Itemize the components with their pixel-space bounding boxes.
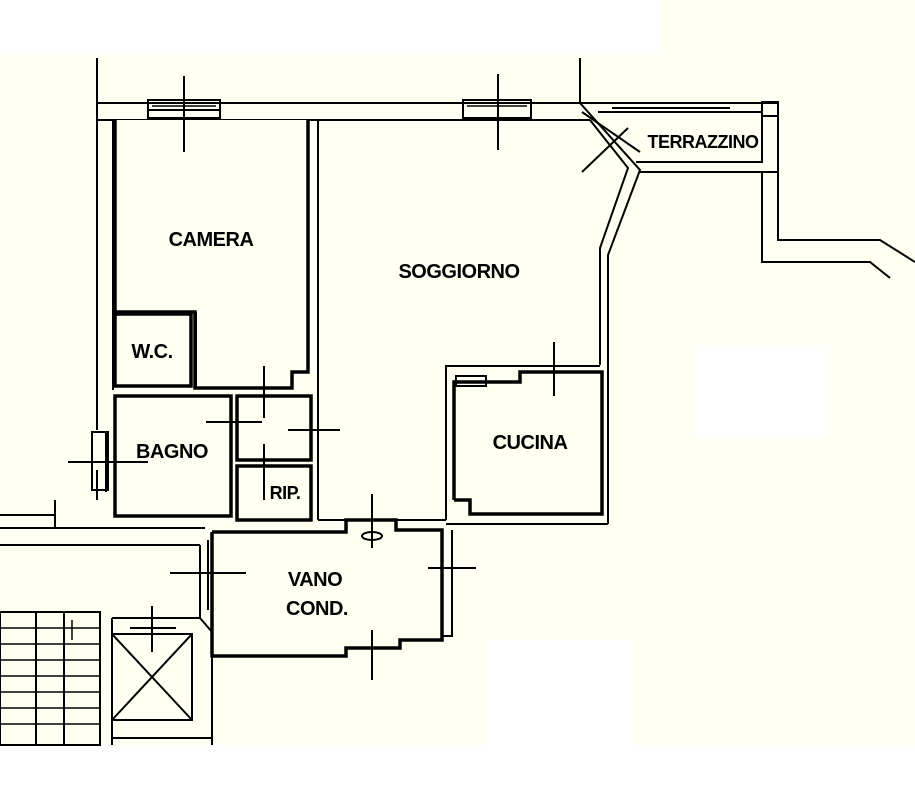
cucina-room (446, 342, 609, 525)
elevator-shaft-icon (111, 606, 193, 721)
vano-cond-room (170, 494, 476, 680)
label-cucina: CUCINA (493, 432, 568, 454)
soggiorno-room (318, 74, 641, 521)
blank-patch (487, 640, 632, 745)
staircase (0, 611, 101, 746)
camera-room (113, 76, 319, 520)
label-vano: VANO (288, 569, 342, 591)
corridor-block (206, 366, 340, 522)
bagno-room (68, 394, 233, 518)
label-rip: RIP. (270, 483, 301, 503)
label-bagno: BAGNO (136, 441, 208, 463)
label-soggiorno: SOGGIORNO (398, 261, 519, 283)
label-camera: CAMERA (169, 229, 254, 251)
label-cond: COND. (286, 598, 348, 620)
wc-room (113, 312, 197, 388)
label-wc: W.C. (131, 341, 172, 363)
blank-patch (695, 345, 830, 437)
label-terrazzino: TERRAZZINO (648, 132, 759, 152)
